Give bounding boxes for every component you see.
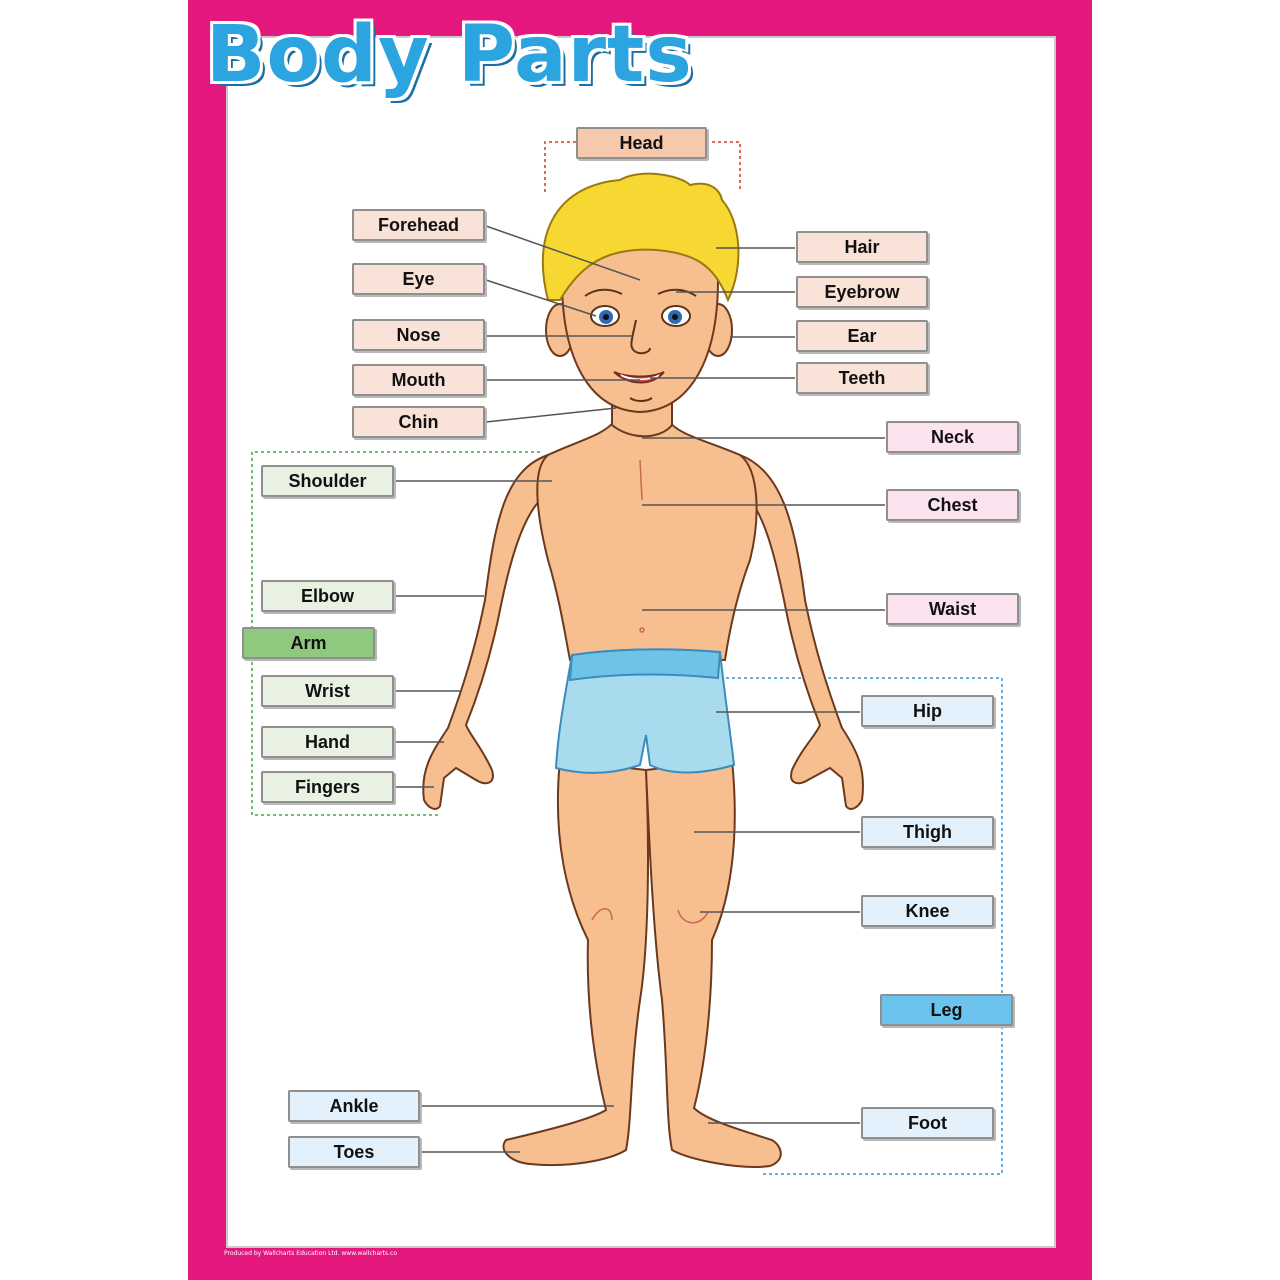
chin-line xyxy=(629,397,653,402)
label-knee: Knee xyxy=(861,895,994,927)
label-ankle: Ankle xyxy=(288,1090,420,1122)
right-eyebrow xyxy=(657,288,697,297)
label-arm: Arm xyxy=(242,627,375,659)
label-forehead: Forehead xyxy=(352,209,485,241)
chest-line xyxy=(639,459,643,501)
label-nose: Nose xyxy=(352,319,485,351)
label-teeth: Teeth xyxy=(796,362,928,394)
torso xyxy=(536,419,758,661)
hair xyxy=(541,172,740,303)
right-leg xyxy=(644,758,782,1168)
label-chin: Chin xyxy=(352,406,485,438)
label-shoulder: Shoulder xyxy=(261,465,394,497)
label-eye: Eye xyxy=(352,263,485,295)
label-head: Head xyxy=(576,127,707,159)
navel xyxy=(639,627,645,633)
label-fingers: Fingers xyxy=(261,771,394,803)
label-chest: Chest xyxy=(886,489,1019,521)
left-knee xyxy=(591,908,613,921)
leader-lines xyxy=(394,225,885,1153)
label-eyebrow: Eyebrow xyxy=(796,276,928,308)
right-arm xyxy=(738,453,864,810)
poster-title: Body Parts xyxy=(206,10,693,100)
label-elbow: Elbow xyxy=(261,580,394,612)
nose-line xyxy=(630,319,651,355)
label-ear: Ear xyxy=(796,320,928,352)
label-foot: Foot xyxy=(861,1107,994,1139)
footer-credit: Produced by Wallcharts Education Ltd. ww… xyxy=(224,1250,397,1257)
label-hip: Hip xyxy=(861,695,994,727)
head-group-bracket xyxy=(544,141,741,192)
right-knee xyxy=(677,909,709,924)
label-neck: Neck xyxy=(886,421,1019,453)
leg-group-bracket xyxy=(720,677,1003,1175)
label-hair: Hair xyxy=(796,231,928,263)
label-mouth: Mouth xyxy=(352,364,485,396)
label-waist: Waist xyxy=(886,593,1019,625)
label-toes: Toes xyxy=(288,1136,420,1168)
left-leg xyxy=(502,758,649,1167)
left-eyebrow xyxy=(584,288,623,297)
eyes xyxy=(590,305,691,327)
label-wrist: Wrist xyxy=(261,675,394,707)
label-thigh: Thigh xyxy=(861,816,994,848)
label-hand: Hand xyxy=(261,726,394,758)
shorts-waistband xyxy=(568,648,722,682)
label-leg: Leg xyxy=(880,994,1013,1026)
left-arm xyxy=(422,453,550,810)
